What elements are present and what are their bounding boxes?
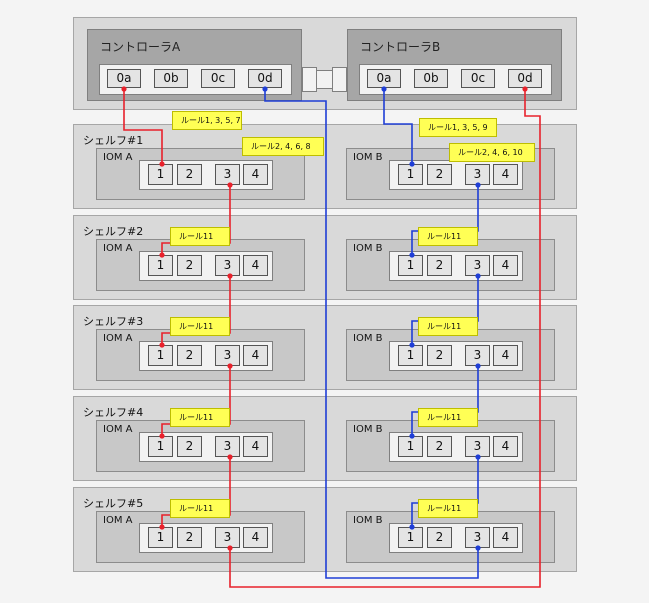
shelf-2-iom-a-label: IOM A (103, 243, 133, 254)
shelf-1-iom-a-port-4: 4 (243, 164, 268, 185)
wire-b-a0d-to-shelf5 (264, 89, 479, 579)
wire-b-shelf5-end (475, 545, 481, 551)
wire-a-0a-shelf1 (123, 89, 163, 164)
shelf-1-iom-b-port-3: 3 (465, 164, 490, 185)
wire-a-chain-3-end (159, 433, 165, 439)
wire-b-0a-end (409, 161, 415, 167)
note-shelf-3-b: ルール11 (418, 317, 478, 336)
note-shelf-5-a: ルール11 (170, 499, 230, 518)
wire-b-chain-2-end (409, 342, 415, 348)
shelf-4-iom-a-port-2: 2 (177, 436, 202, 457)
note-shelf-2-b: ルール11 (418, 227, 478, 246)
controller-b-port-0a: 0a (367, 69, 401, 88)
shelf-4-iom-a-label: IOM A (103, 424, 133, 435)
wire-a-chain-3-start (227, 363, 233, 369)
wire-b-chain-1-start (475, 182, 481, 188)
note-controller-a-0d: ルール2, 4, 6, 8 (242, 137, 324, 156)
controller-a-port-0b: 0b (154, 69, 188, 88)
note-shelf-5-b: ルール11 (418, 499, 478, 518)
shelf-4-iom-b-port-4: 4 (493, 436, 518, 457)
shelf-3-iom-b-port-1: 1 (398, 345, 423, 366)
wire-a-chain-4-start (227, 454, 233, 460)
shelf-4-iom-b-label: IOM B (353, 424, 383, 435)
shelf-3-iom-a-label: IOM A (103, 333, 133, 344)
wire-b-chain-2-start (475, 273, 481, 279)
wire-b-chain-3-start (475, 363, 481, 369)
shelf-2-iom-a-port-2: 2 (177, 255, 202, 276)
wire-a-chain-4-end (159, 524, 165, 530)
shelf-4-iom-a-port-4: 4 (243, 436, 268, 457)
shelf-1-iom-b-port-2: 2 (427, 164, 452, 185)
wire-a-shelf5-start (227, 545, 233, 551)
note-shelf-4-a: ルール11 (170, 408, 230, 427)
wire-a-0a-end (159, 161, 165, 167)
shelf-2-iom-a-port-1: 1 (148, 255, 173, 276)
shelf-3-iom-b-port-2: 2 (427, 345, 452, 366)
shelf-2-iom-b-port-4: 4 (493, 255, 518, 276)
shelf-2-iom-b-port-1: 1 (398, 255, 423, 276)
controller-b-port-0b: 0b (414, 69, 448, 88)
wire-a-shelf5-to-b0d (229, 89, 541, 588)
wire-a-b0d-end (522, 86, 528, 92)
note-shelf-1-b: ルール1, 3, 5, 9 (419, 118, 497, 137)
controller-interconnect-port-b (332, 67, 347, 92)
shelf-2-iom-b-label: IOM B (353, 243, 383, 254)
shelf-2-label: シェルフ#2 (83, 225, 144, 238)
shelf-1-iom-b-label: IOM B (353, 152, 383, 163)
shelf-5-iom-b-port-2: 2 (427, 527, 452, 548)
wire-a-chain-1-end (159, 252, 165, 258)
shelf-5-label: シェルフ#5 (83, 497, 144, 510)
wire-a-chain-2-start (227, 273, 233, 279)
wire-b-chain-1-end (409, 252, 415, 258)
shelf-4-iom-b-port-2: 2 (427, 436, 452, 457)
shelf-3-iom-b-port-4: 4 (493, 345, 518, 366)
shelf-5-iom-a-port-2: 2 (177, 527, 202, 548)
wire-b-0a-start (381, 86, 387, 92)
note-controller-b-0d: ルール2, 4, 6, 10 (449, 143, 535, 162)
shelf-5-iom-a-port-4: 4 (243, 527, 268, 548)
controller-a-port-0a: 0a (107, 69, 141, 88)
shelf-1-iom-b-port-4: 4 (493, 164, 518, 185)
controller-a-label: コントローラA (100, 40, 181, 54)
note-shelf-3-a: ルール11 (170, 317, 230, 336)
note-shelf-2-a: ルール11 (170, 227, 230, 246)
shelf-5-iom-a-label: IOM A (103, 515, 133, 526)
shelf-1-label: シェルフ#1 (83, 134, 144, 147)
wire-a-chain-2-end (159, 342, 165, 348)
shelf-5-iom-b-label: IOM B (353, 515, 383, 526)
controller-a-port-0c: 0c (201, 69, 235, 88)
controller-b-label: コントローラB (360, 40, 441, 54)
controller-interconnect-port-a (302, 67, 317, 92)
wire-b-chain-3-end (409, 433, 415, 439)
note-shelf-4-b: ルール11 (418, 408, 478, 427)
wire-a-0a-start (121, 86, 127, 92)
shelf-2-iom-b-port-2: 2 (427, 255, 452, 276)
wire-b-a0d-start (262, 86, 268, 92)
shelf-3-iom-b-label: IOM B (353, 333, 383, 344)
shelf-1-iom-a-port-2: 2 (177, 164, 202, 185)
shelf-5-iom-b-port-4: 4 (493, 527, 518, 548)
controller-b-port-0c: 0c (461, 69, 495, 88)
wire-b-chain-4-end (409, 524, 415, 530)
shelf-5-iom-a-port-3: 3 (215, 527, 240, 548)
shelf-3-label: シェルフ#3 (83, 315, 144, 328)
note-shelf-1-a: ルール1, 3, 5, 7 (172, 111, 242, 130)
wire-b-0a-shelf1 (383, 89, 413, 164)
wire-a-chain-1-start (227, 182, 233, 188)
shelf-2-iom-a-port-4: 4 (243, 255, 268, 276)
shelf-4-label: シェルフ#4 (83, 406, 144, 419)
controller-a-port-0d: 0d (248, 69, 282, 88)
shelf-1-iom-a-label: IOM A (103, 152, 133, 163)
shelf-3-iom-a-port-4: 4 (243, 345, 268, 366)
wire-b-chain-4-start (475, 454, 481, 460)
shelf-3-iom-a-port-2: 2 (177, 345, 202, 366)
